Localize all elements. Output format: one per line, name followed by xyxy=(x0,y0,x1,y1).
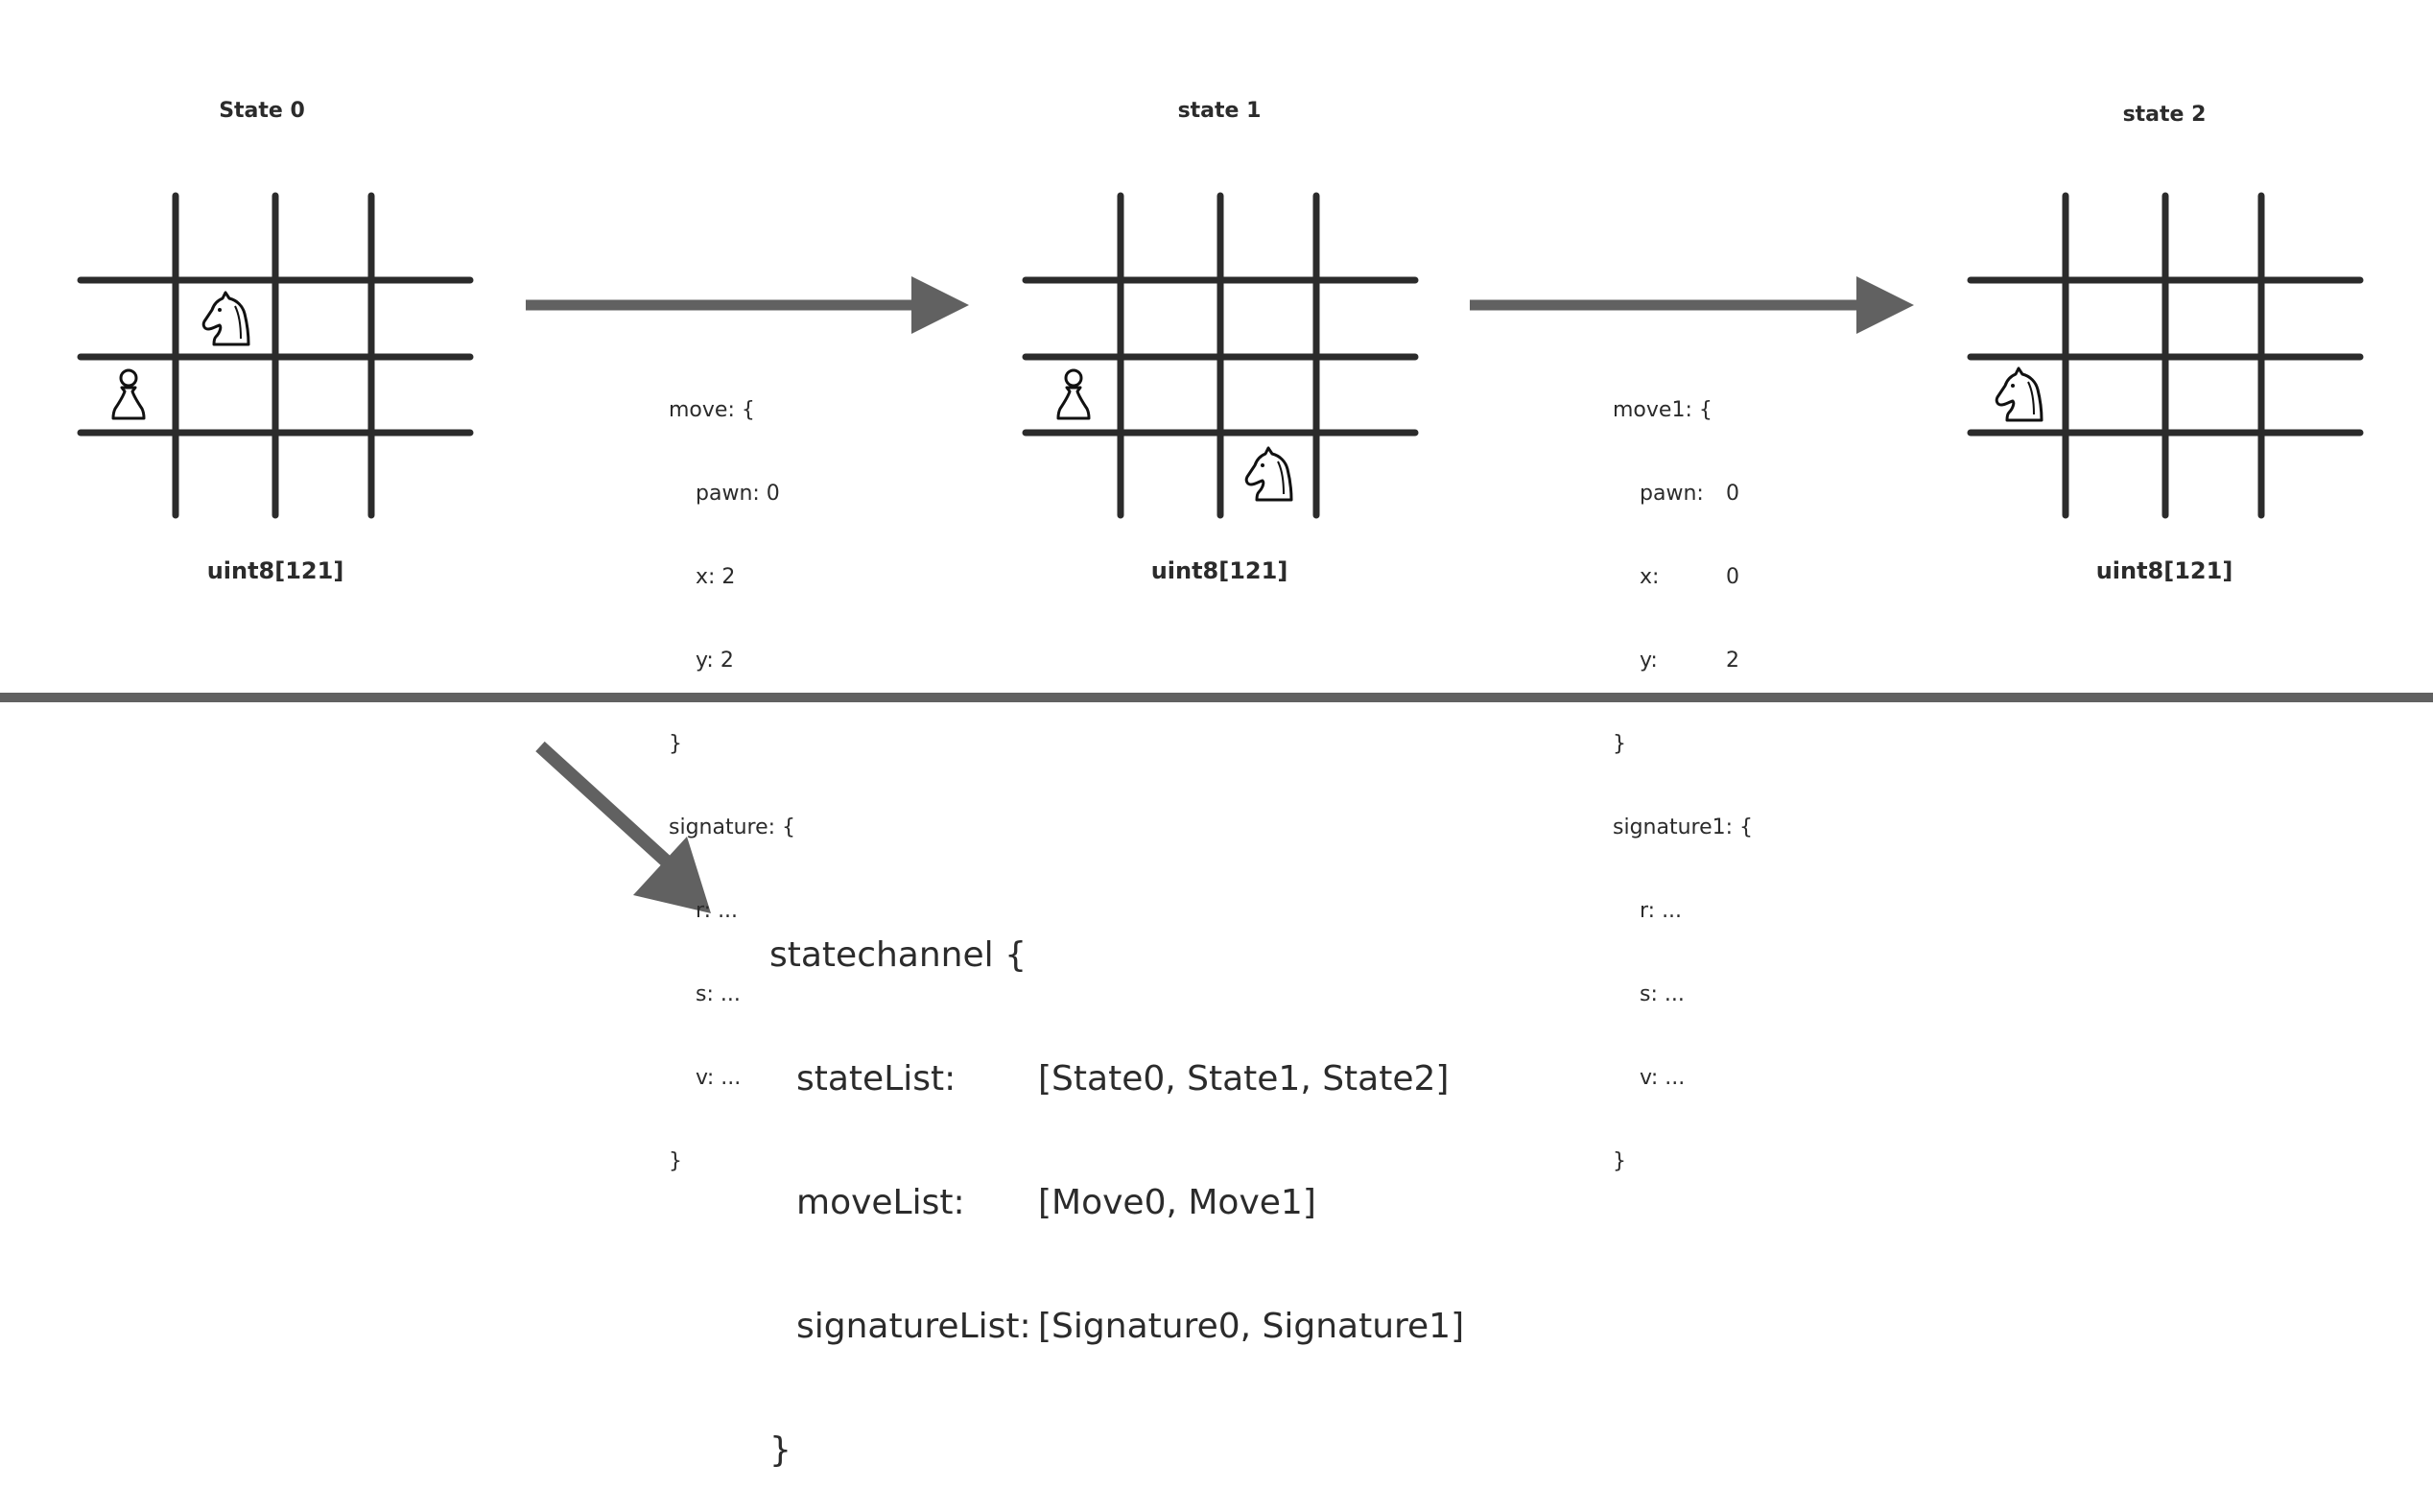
state-1-title: state 1 xyxy=(1177,99,1262,123)
statechannel-block: statechannel { stateList: [State0, State1… xyxy=(769,852,1464,1512)
aggregate-arrow xyxy=(535,741,711,913)
move-close: } xyxy=(1613,732,1626,756)
signature-s: s: ... xyxy=(1640,982,1685,1006)
state-2-type-label: uint8[121] xyxy=(2095,557,2233,584)
move-pawn: pawn: 0 xyxy=(696,482,780,506)
signature-list-row: signatureList:[Signature0, Signature1] xyxy=(769,1306,1464,1347)
move-x: x: 0 xyxy=(1613,563,1753,591)
signature-close: } xyxy=(669,1149,682,1173)
signature-list-value: [Signature0, Signature1] xyxy=(1038,1307,1465,1346)
knight-icon xyxy=(201,291,250,346)
signature-v: v: ... xyxy=(1640,1066,1686,1090)
move-x: x: 2 xyxy=(696,565,736,589)
transition-arrow-2 xyxy=(1470,276,1914,334)
move-list-value: [Move0, Move1] xyxy=(1038,1183,1316,1222)
move-y-key: y: xyxy=(1640,649,1658,673)
move-pawn: pawn: 0 xyxy=(1613,480,1753,508)
move-close: } xyxy=(669,732,682,756)
state-list-value: [State0, State1, State2] xyxy=(1038,1059,1450,1099)
move-pawn-value: 0 xyxy=(1726,482,1739,506)
move-open: move1: { xyxy=(1613,398,1713,422)
move-0-block: move: { pawn: 0 x: 2 y: 2 } signature: {… xyxy=(669,341,795,1203)
signature-v: v: ... xyxy=(696,1066,742,1090)
state-2-title: state 2 xyxy=(2122,103,2207,127)
move-list-key: moveList: xyxy=(796,1183,965,1222)
state-1-type-label: uint8[121] xyxy=(1150,557,1288,584)
move-pawn-key: pawn: xyxy=(1640,482,1704,506)
signature-s: s: ... xyxy=(696,982,741,1006)
statechannel-open: statechannel { xyxy=(769,935,1027,975)
state-list-row: stateList: [State0, State1, State2] xyxy=(769,1058,1464,1099)
pawn-icon xyxy=(111,368,146,420)
move-y-value: 2 xyxy=(1726,649,1739,673)
signature-r: r: ... xyxy=(1640,899,1683,923)
state-channel-diagram xyxy=(0,192,2433,913)
knight-icon xyxy=(1244,446,1293,502)
knight-icon xyxy=(1995,366,2043,422)
move-y: y: 2 xyxy=(1613,647,1753,674)
pawn-icon xyxy=(1056,368,1091,420)
move-open: move: { xyxy=(669,398,755,422)
move-x-key: x: xyxy=(1640,565,1660,589)
signature-open: signature: { xyxy=(669,815,796,839)
move-y: y: 2 xyxy=(696,649,734,673)
move-x-value: 0 xyxy=(1726,565,1739,589)
state-0-title: State 0 xyxy=(219,99,305,123)
board-state-1 xyxy=(1022,192,1419,519)
state-list-key: stateList: xyxy=(796,1059,957,1099)
board-state-2 xyxy=(1967,192,2364,519)
signature-list-key: signatureList: xyxy=(796,1307,1031,1346)
signature-r: r: ... xyxy=(696,899,739,923)
signature-close: } xyxy=(1613,1149,1626,1173)
signature-open: signature1: { xyxy=(1613,815,1754,839)
board-state-0 xyxy=(77,192,474,519)
transition-arrow-1 xyxy=(526,276,969,334)
move-1-block: move1: { pawn:0 x:0 y:2 } signature1: { … xyxy=(1613,341,1753,1203)
move-list-row: moveList: [Move0, Move1] xyxy=(769,1182,1464,1223)
state-0-type-label: uint8[121] xyxy=(206,557,344,584)
statechannel-close: } xyxy=(769,1430,791,1470)
